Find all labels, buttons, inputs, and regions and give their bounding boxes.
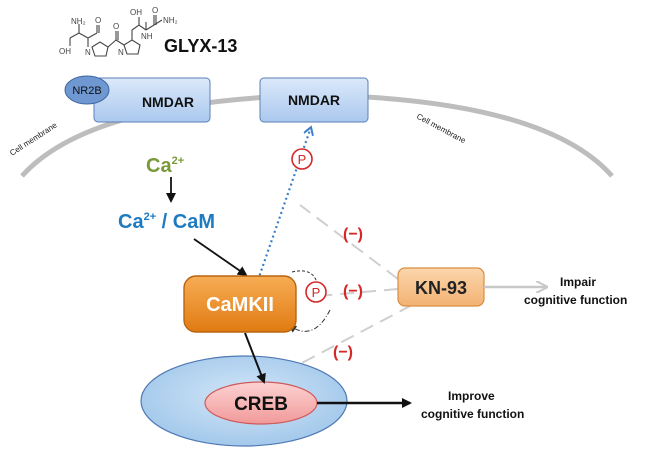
membrane-label-right: Cell membrane [415,112,468,146]
camkii-label: CaMKII [206,294,274,316]
dotted-camkii-to-nmdar [256,130,310,281]
nr2b-label: NR2B [72,85,101,97]
atom-n1: N [85,48,91,57]
nmdar-left-label: NMDAR [142,94,194,110]
nmdar-right: NMDAR [259,77,369,123]
nmdar-right-label: NMDAR [288,92,340,108]
glyx13-structure [69,15,163,57]
atom-nh: NH [141,32,153,41]
atom-oh-left: OH [59,47,71,56]
atom-nh2-right: NH₂ [163,16,178,25]
ca-ion-label: Ca2+ [146,155,184,177]
atom-o3: O [152,6,158,15]
inhibition-mark-3: (−) [333,344,353,361]
atom-oh-top: OH [130,8,142,17]
nr2b-subunit: NR2B [64,75,110,105]
creb-label: CREB [234,394,288,415]
inhibition-mark-2: (−) [343,283,363,300]
arrow-cacam-to-camkii [193,238,248,277]
impair-text: Impair cognitive function [524,275,627,307]
inhibition-mark-1: (−) [343,226,363,243]
phospho-upper-label: P [298,152,307,167]
autophosphorylation-return [288,309,331,333]
creb-node: CREB [204,381,318,425]
atom-o2: O [113,22,119,31]
camkii-node: CaMKII [183,275,297,333]
glyx13-atom-labels: NH₂ OH N O N O OH NH O NH₂ [59,6,178,57]
compound-name: GLYX-13 [164,36,237,56]
phospho-upper: P [291,148,313,170]
atom-nh2-left: NH₂ [71,17,86,26]
atom-o1: O [95,16,101,25]
kn93-label: KN-93 [415,278,467,298]
phospho-lower-label: P [312,285,321,300]
cacam-label: Ca2+ / CaM [118,211,215,233]
nmdar-left: NMDAR [93,77,211,123]
improve-text: Improve cognitive function [421,389,524,421]
kn93-node: KN-93 [397,267,485,307]
arrow-camkii-to-creb [244,332,266,384]
phospho-lower: P [305,281,327,303]
atom-n2: N [118,48,124,57]
